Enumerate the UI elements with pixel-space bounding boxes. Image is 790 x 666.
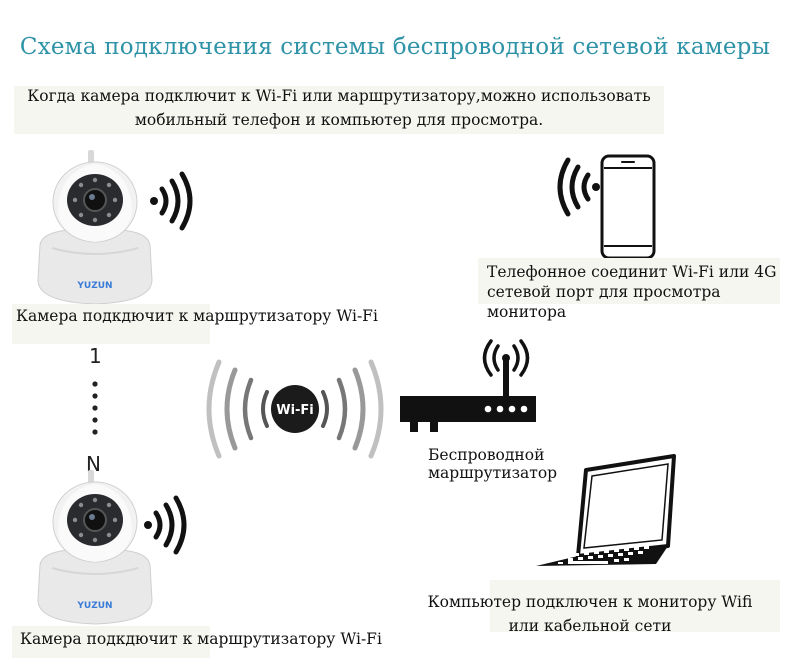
diagram-title: Схема подключения системы беспроводной с… bbox=[19, 34, 771, 60]
router-caption-line-2: маршрутизатор bbox=[428, 464, 558, 482]
caption-band bbox=[478, 258, 780, 304]
camera-top-caption: Камера подкдючит к маршрутизатору Wi-Fi bbox=[16, 307, 378, 325]
phone-caption-line-2: сетевой порт для просмотра монитора bbox=[487, 283, 721, 321]
camera-lens bbox=[83, 508, 107, 532]
router-icon bbox=[400, 339, 536, 432]
intro-band bbox=[14, 86, 664, 134]
caption-band bbox=[12, 304, 210, 344]
camera-top: YUZUN bbox=[37, 150, 153, 305]
laptop-icon bbox=[536, 454, 676, 566]
wifi-logo-disc bbox=[271, 385, 319, 433]
phone-caption-line-1: Телефонное соединит Wi-Fi или 4G bbox=[487, 263, 777, 281]
signal-icon-camera-bottom bbox=[144, 495, 187, 555]
router-antenna bbox=[503, 358, 509, 398]
wifi-logo-label: Wi-Fi bbox=[276, 403, 314, 418]
phone-icon bbox=[600, 154, 656, 260]
router-caption-line-1: Беспроводной bbox=[428, 446, 545, 464]
signal-icon-phone bbox=[557, 157, 600, 217]
laptop-caption-line-2: или кабельной сети bbox=[508, 617, 672, 635]
sequence-start-label: 1 bbox=[89, 344, 102, 368]
intro-line-1: Когда камера подключит к Wi-Fi или маршр… bbox=[27, 87, 651, 105]
wifi-logo: Wi-Fi bbox=[206, 359, 384, 459]
laptop-caption: Компьютер подключен к монитору Wifi или … bbox=[400, 590, 780, 638]
camera-lens bbox=[83, 188, 107, 212]
camera-brand: YUZUN bbox=[76, 281, 112, 291]
router-caption: Беспроводной маршрутизатор bbox=[428, 446, 557, 482]
intro-text: Когда камера подключит к Wi-Fi или маршр… bbox=[14, 84, 664, 132]
laptop-caption-line-1: Компьютер подключен к монитору Wifi bbox=[427, 593, 753, 611]
phone-caption: Телефонное соединит Wi-Fi или 4G сетевой… bbox=[487, 262, 790, 322]
signal-icon-camera-top bbox=[150, 171, 193, 231]
caption-band bbox=[490, 580, 780, 632]
sequence-dots bbox=[92, 381, 98, 435]
camera-bottom: YUZUN bbox=[37, 470, 153, 625]
intro-line-2: мобильный телефон и компьютер для просмо… bbox=[134, 111, 544, 129]
camera-brand: YUZUN bbox=[76, 601, 112, 611]
sequence-end-label: N bbox=[86, 452, 101, 476]
caption-band bbox=[12, 626, 210, 658]
camera-bottom-caption: Камера подкдючит к маршрутизатору Wi-Fi bbox=[20, 630, 382, 648]
